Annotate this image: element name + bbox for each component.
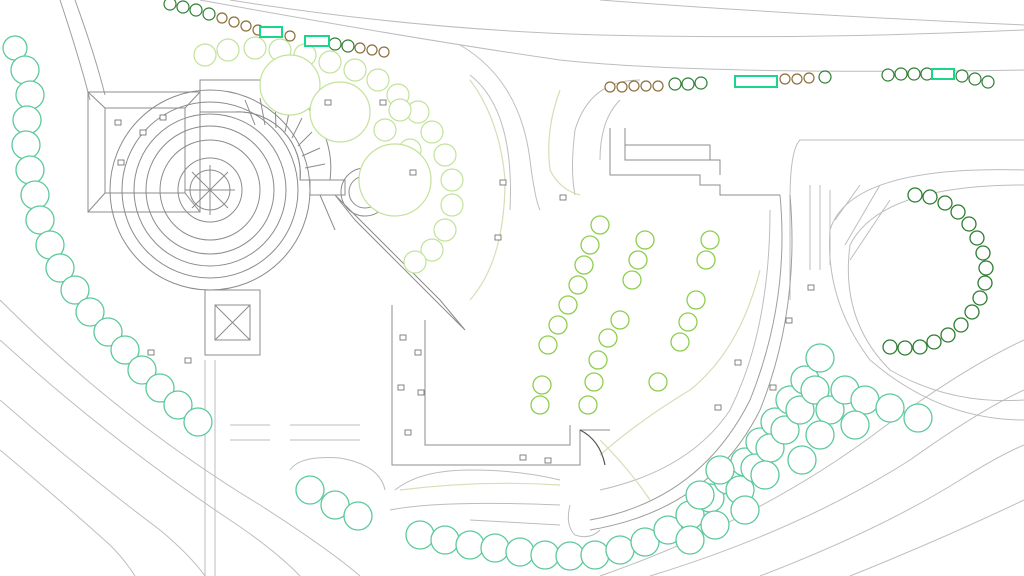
pale-green-tree-cluster [193,36,464,274]
teal-tree-mass-southeast [295,343,933,571]
top-shrub-rows [163,0,995,93]
bench-icon [397,384,405,391]
bench-icon [379,99,387,106]
planter-boxes [259,26,955,88]
bench-icon [499,179,507,186]
planter-box-icon [931,68,955,80]
teal-tree-line-west [2,35,213,437]
terrace [391,128,780,466]
bench-icon [114,119,122,126]
bench-icon [734,359,742,366]
bench-icon [404,429,412,436]
bench-icon [544,457,552,464]
bench-icon [147,349,155,356]
bench-icon [399,334,407,341]
bench-icon [117,159,125,166]
garden-paths [399,79,761,501]
bench-icon [494,234,502,241]
orchard-rows [530,215,720,415]
bench-icon [559,194,567,201]
site-furniture [114,99,815,464]
bench-icon [159,114,167,121]
planter-box-icon [734,75,778,88]
bench-icon [409,169,417,176]
bench-icon [324,99,332,106]
bench-icon [769,384,777,391]
planter-box-icon [259,26,283,38]
planter-box-icon [304,35,330,47]
bench-icon [184,357,192,364]
bench-icon [714,404,722,411]
bench-icon [139,129,147,136]
bench-icon [417,389,425,396]
bench-icon [414,349,422,356]
bench-icon [807,284,815,291]
bench-icon [785,317,793,324]
bench-icon [519,454,527,461]
dark-green-shrub-arc [882,187,994,356]
main-drive [567,184,891,538]
